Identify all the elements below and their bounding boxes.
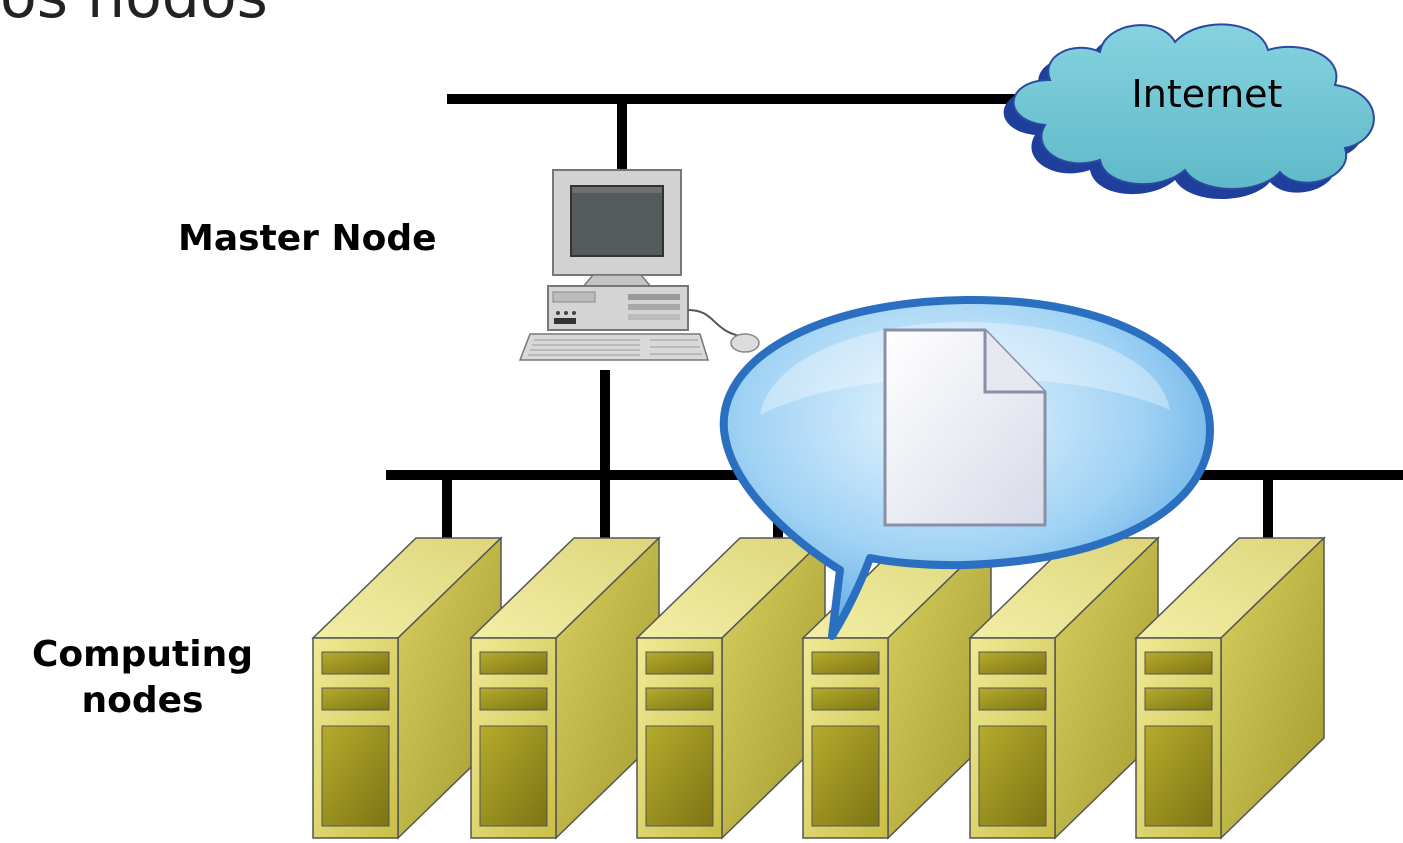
cloud-icon bbox=[1003, 23, 1375, 200]
computing-nodes-label: Computing nodes bbox=[0, 632, 285, 724]
server-icon bbox=[801, 536, 993, 840]
master-node-label: Master Node bbox=[178, 218, 437, 259]
server-icon bbox=[1134, 536, 1326, 840]
server-icon bbox=[635, 536, 827, 840]
computing-nodes-label-line2: nodes bbox=[81, 680, 204, 721]
desktop-computer-icon bbox=[518, 169, 760, 361]
computing-nodes bbox=[311, 536, 1326, 840]
server-icon bbox=[311, 536, 503, 840]
server-icon bbox=[469, 536, 661, 840]
internet-label: Internet bbox=[1131, 72, 1283, 116]
computing-nodes-label-line1: Computing bbox=[31, 634, 253, 675]
document-icon bbox=[883, 328, 1047, 527]
slide-title: os nodos bbox=[0, 0, 268, 32]
server-icon bbox=[968, 536, 1160, 840]
